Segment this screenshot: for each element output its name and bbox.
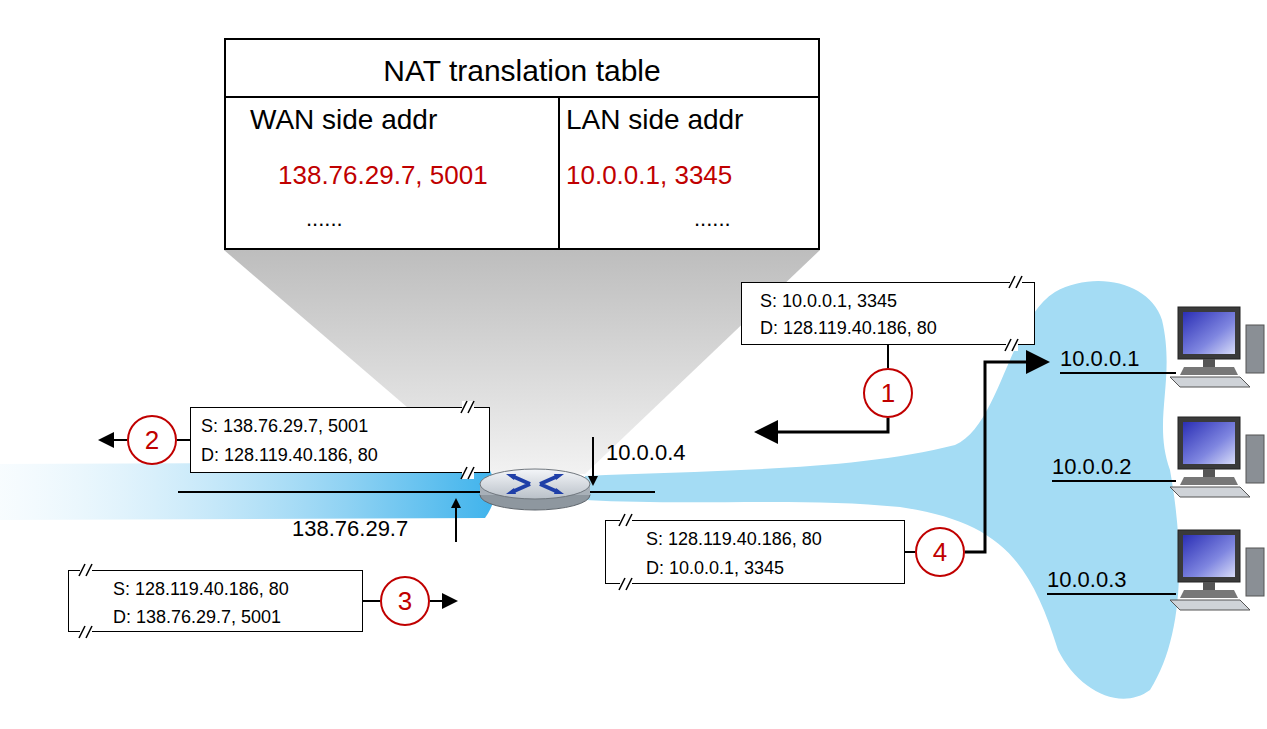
header-field: S: 10.0.0.1, 3345 bbox=[760, 288, 1034, 315]
packet-header: S: 10.0.0.1, 3345D: 128.119.40.186, 80 bbox=[741, 282, 1035, 345]
table-cell: ...... bbox=[694, 206, 731, 232]
header-field: D: 138.76.29.7, 5001 bbox=[113, 603, 362, 631]
callout-number: 1 bbox=[863, 368, 913, 418]
callout-number: 4 bbox=[915, 527, 965, 577]
packet-header: S: 138.76.29.7, 5001D: 128.119.40.186, 8… bbox=[190, 407, 490, 473]
nat-table: NAT translation tableWAN side addr LAN si… bbox=[224, 38, 820, 250]
callout-text: 4 bbox=[933, 537, 947, 568]
flow-arrow bbox=[430, 600, 454, 602]
callout-number: 3 bbox=[380, 576, 430, 626]
connector-line bbox=[177, 439, 190, 441]
connector-line bbox=[363, 600, 380, 602]
header-field: D: 128.119.40.186, 80 bbox=[760, 315, 1034, 342]
callout-text: 1 bbox=[881, 378, 895, 409]
address-label: 10.0.0.3 bbox=[1047, 567, 1127, 593]
connector-line bbox=[905, 551, 915, 553]
host-underline bbox=[1060, 372, 1176, 374]
header-field: S: 128.119.40.186, 80 bbox=[646, 525, 904, 554]
callout-text: 2 bbox=[145, 425, 159, 456]
flow-arrow bbox=[760, 418, 888, 432]
header-field: S: 128.119.40.186, 80 bbox=[113, 575, 362, 603]
host-computer bbox=[1170, 417, 1264, 497]
router-symbol bbox=[480, 469, 590, 510]
flow-arrow bbox=[965, 362, 1044, 552]
table-title: NAT translation table bbox=[226, 54, 818, 88]
lan-cloud bbox=[585, 281, 1179, 699]
table-cell: 10.0.0.1, 3345 bbox=[566, 160, 732, 191]
connector-line bbox=[887, 345, 889, 368]
header-field: D: 128.119.40.186, 80 bbox=[201, 441, 489, 470]
packet-header: S: 128.119.40.186, 80D: 10.0.0.1, 3345 bbox=[605, 520, 905, 584]
host-computer bbox=[1170, 530, 1264, 610]
table-rule bbox=[558, 96, 560, 250]
address-pointer bbox=[592, 437, 594, 484]
host-underline bbox=[1047, 593, 1176, 595]
header-field: S: 138.76.29.7, 5001 bbox=[201, 412, 489, 441]
address-label: 10.0.0.4 bbox=[606, 440, 686, 466]
address-label: 10.0.0.1 bbox=[1060, 346, 1140, 372]
column-header: WAN side addr bbox=[250, 104, 437, 136]
address-pointer bbox=[455, 500, 457, 542]
header-field: D: 10.0.0.1, 3345 bbox=[646, 554, 904, 583]
host-computer bbox=[1170, 307, 1264, 387]
table-cell: ...... bbox=[306, 206, 343, 232]
table-rule bbox=[226, 96, 818, 98]
callout-text: 3 bbox=[398, 586, 412, 617]
column-header: LAN side addr bbox=[566, 104, 743, 136]
table-cell: 138.76.29.7, 5001 bbox=[278, 160, 488, 191]
wan-link bbox=[178, 491, 490, 493]
lan-link bbox=[580, 491, 655, 493]
callout-number: 2 bbox=[127, 415, 177, 465]
address-label: 10.0.0.2 bbox=[1052, 454, 1132, 480]
flow-arrow bbox=[102, 439, 127, 441]
host-underline bbox=[1052, 480, 1176, 482]
packet-header: S: 128.119.40.186, 80D: 138.76.29.7, 500… bbox=[68, 570, 363, 632]
address-label: 138.76.29.7 bbox=[292, 516, 408, 542]
